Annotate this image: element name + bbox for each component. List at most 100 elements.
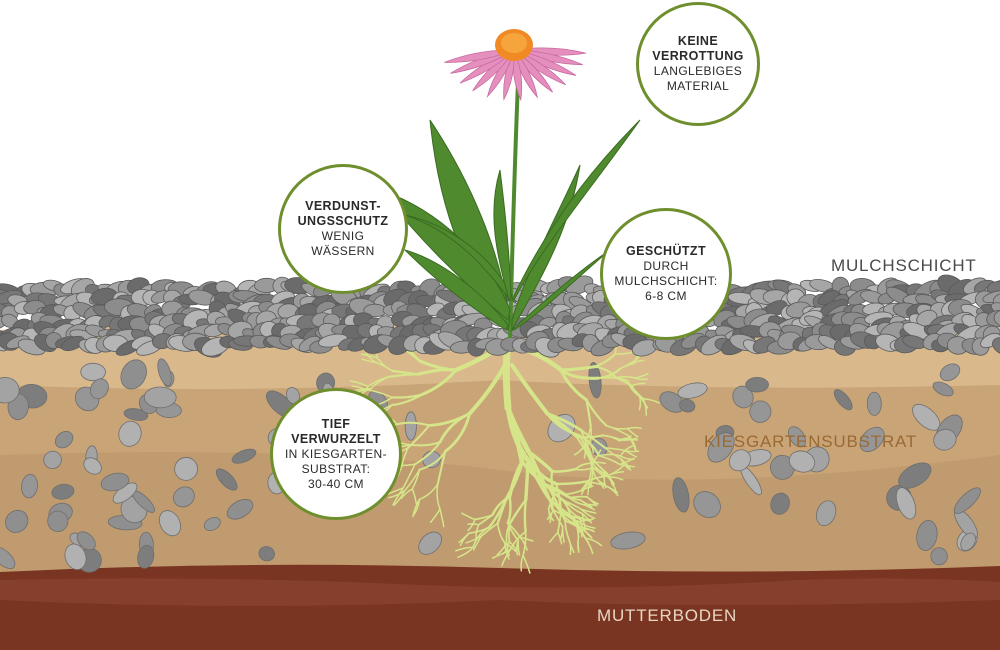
root-branch (559, 368, 589, 402)
substrate-stone (960, 532, 976, 551)
substrate-stone (693, 491, 721, 519)
root-branch (577, 536, 580, 551)
root-branch (370, 376, 390, 390)
substrate-stone (932, 381, 954, 397)
substrate-stone (953, 487, 981, 514)
root-branch (439, 508, 445, 528)
root-branch (614, 351, 634, 355)
root-branch (477, 514, 494, 526)
root-branch (549, 531, 559, 543)
substrate-stone (745, 377, 769, 393)
root-branch (400, 488, 414, 500)
root-branch (580, 528, 593, 539)
root-branch (594, 476, 605, 490)
root-branch (580, 429, 606, 449)
substrate-stone (120, 359, 147, 390)
mulch-stone (61, 335, 85, 352)
root-branch (510, 363, 550, 416)
topsoil-highlight (0, 578, 1000, 606)
root-branch (567, 514, 583, 522)
substrate-stone (215, 468, 238, 491)
substrate-stone (588, 361, 602, 399)
root-branch (556, 512, 562, 534)
substrate-stone (21, 473, 38, 499)
root-branch (400, 447, 409, 468)
root-branch (604, 484, 619, 497)
root-branch (602, 434, 624, 441)
root-branch (418, 483, 439, 501)
root-branch (404, 468, 421, 492)
root-branch (623, 449, 638, 458)
substrate-stone (51, 483, 75, 500)
root-branch (642, 397, 660, 404)
root-branch (351, 385, 369, 391)
root-branch (607, 471, 625, 477)
leaf (511, 119, 641, 301)
root-branch (387, 373, 419, 378)
root-branch (620, 458, 632, 471)
root-branch (580, 481, 590, 495)
substrate-stone (118, 420, 142, 447)
root-branch (393, 489, 406, 506)
substrate-stone (203, 516, 221, 532)
root-branch (562, 499, 583, 511)
label-substrate-layer: KIESGARTENSUBSTRAT (704, 432, 918, 451)
root-branch (626, 426, 642, 430)
root-branch (603, 470, 615, 485)
root-branch (578, 526, 595, 533)
callout-no-rot-text: LANGLEBIGES MATERIAL (653, 64, 743, 93)
root-branch (564, 519, 583, 531)
substrate-stone (418, 531, 442, 555)
root-branch (428, 412, 472, 427)
root-branch (555, 480, 587, 486)
mulch-stone (990, 302, 1000, 320)
root-branch (598, 454, 621, 466)
substrate-stone (749, 400, 772, 423)
root-branch (517, 539, 521, 556)
leaf (493, 169, 512, 301)
root-branch (580, 508, 597, 514)
root-branch (349, 380, 369, 388)
root-branch (545, 412, 583, 432)
root-branch (496, 522, 506, 544)
root-branch (413, 498, 421, 516)
root-branch (391, 392, 425, 406)
root-branch (522, 530, 527, 557)
root-branch (559, 365, 597, 372)
mulch-stone (992, 337, 1000, 357)
root-branch (496, 497, 508, 525)
root-branch (564, 519, 571, 542)
root-branch (605, 424, 628, 430)
root-branch (626, 380, 641, 398)
substrate-stone (159, 510, 181, 537)
substrate-stone (728, 449, 751, 472)
substrate-stone (677, 382, 708, 399)
root-branch (621, 437, 638, 441)
root-branch (626, 427, 639, 438)
substrate-stone (859, 426, 885, 452)
root-branch (457, 546, 474, 559)
root-branch (579, 499, 592, 507)
root-branch (402, 463, 416, 489)
substrate-stone (137, 544, 155, 569)
substrate-stone (898, 462, 932, 489)
substrate-stone (816, 500, 837, 527)
callout-protected: GESCHÜTZT DURCH MULCHSCHICHT: 6-8 CM (600, 208, 732, 340)
root-branch (509, 530, 527, 551)
root-branch (496, 542, 508, 556)
root-branch (586, 496, 599, 505)
root-branch (520, 554, 524, 572)
root-branch (547, 507, 552, 521)
substrate-stone (100, 472, 130, 492)
substrate-stone (226, 499, 254, 520)
callout-no-rot: KEINE VERROTTUNG LANGLEBIGES MATERIAL (636, 2, 760, 126)
root-branch (472, 535, 482, 551)
root-branch (541, 482, 567, 496)
substrate-stone (404, 411, 417, 441)
substrate-stone (174, 457, 198, 481)
root-branch (580, 429, 593, 458)
root-branch (596, 367, 621, 380)
callout-evaporation-text: WENIG WÄSSERN (311, 229, 375, 258)
root-branch (581, 512, 593, 524)
